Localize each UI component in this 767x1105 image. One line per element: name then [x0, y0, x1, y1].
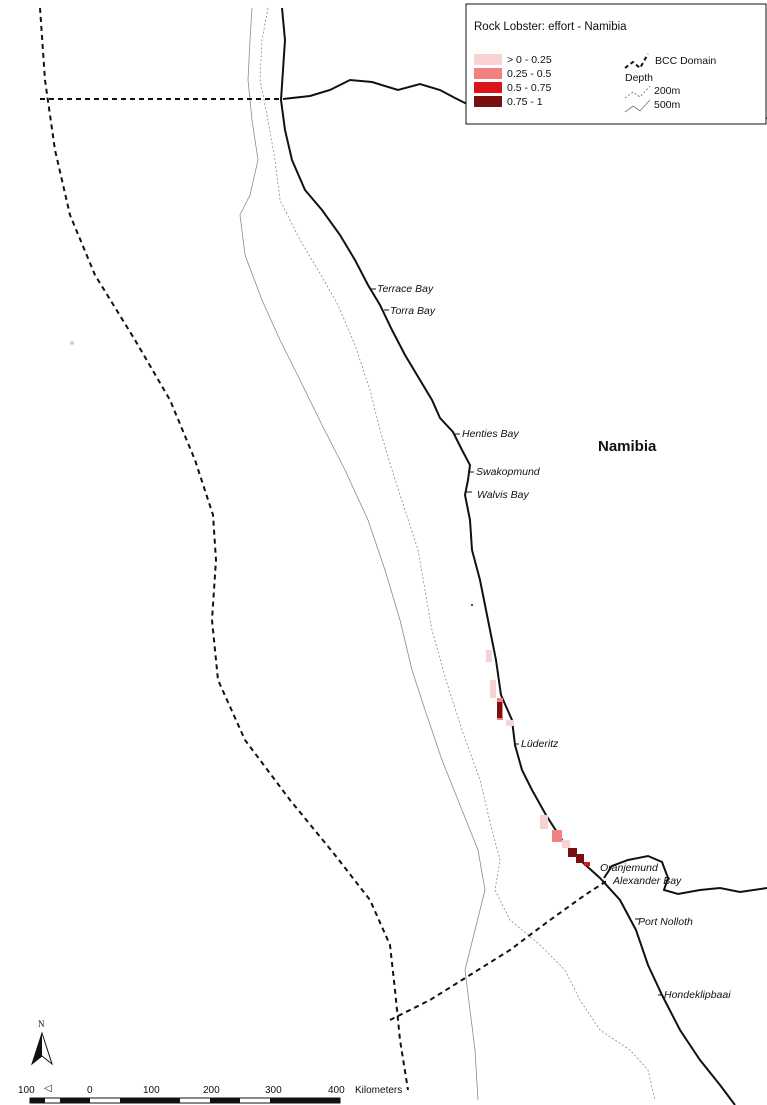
effort-cell-low — [506, 720, 514, 726]
effort-cell-high — [497, 702, 502, 718]
towns: Terrace Bay Torra Bay Henties Bay Swakop… — [371, 283, 731, 1001]
town-label-luderitz: Lüderitz — [521, 738, 559, 750]
northern-border — [282, 78, 468, 105]
scale-bar: 100 ◁ 0 100 200 300 400 Kilometers — [18, 1083, 402, 1104]
town-label-oranjemund: Oranjemund — [600, 862, 659, 874]
town-label-alexander-bay: Alexander Bay — [612, 875, 682, 887]
scale-tick-label: 300 — [265, 1085, 282, 1096]
town-label-torra-bay: Torra Bay — [390, 305, 436, 317]
bcc-domain-southern — [389, 879, 609, 1021]
north-arrow-label: N — [38, 1019, 45, 1029]
scale-arrow-icon: ◁ — [44, 1083, 52, 1094]
legend-500m-label: 500m — [654, 99, 681, 111]
scale-bar-segment — [120, 1098, 150, 1103]
effort-cell-low — [490, 680, 496, 698]
effort-cell-mid-low — [552, 830, 562, 842]
scale-bar-segment — [30, 1098, 45, 1103]
effort-cell-mid-high — [584, 862, 590, 866]
town-label-hondeklipbaai: Hondeklipbaai — [664, 989, 731, 1001]
effort-cell-low — [486, 650, 492, 662]
legend-class-1-label: > 0 - 0.25 — [507, 54, 552, 66]
depth-200m-contour — [259, 7, 656, 1101]
southern-border — [603, 854, 767, 896]
country-label: Namibia — [598, 438, 657, 455]
scale-bar-segment — [300, 1098, 340, 1103]
legend-200m-symbol — [624, 85, 651, 99]
legend-swatch-1 — [474, 54, 502, 65]
legend-class-4-label: 0.75 - 1 — [507, 96, 543, 108]
legend-depth-title: Depth — [625, 72, 653, 84]
town-label-terrace-bay: Terrace Bay — [377, 283, 434, 295]
legend-class-2-label: 0.25 - 0.5 — [507, 68, 552, 80]
legend-swatch-2 — [474, 68, 502, 79]
effort-cell-high — [576, 854, 584, 863]
town-label-henties-bay: Henties Bay — [462, 428, 519, 440]
legend-class-3-label: 0.5 - 0.75 — [507, 82, 552, 94]
north-arrow-fill — [32, 1033, 42, 1064]
legend-swatch-4 — [474, 96, 502, 107]
scale-tick-label: 100 — [143, 1085, 160, 1096]
town-label-port-nolloth: Port Nolloth — [638, 916, 693, 928]
legend-200m-label: 200m — [654, 85, 681, 97]
scale-unit-label: Kilometers — [355, 1085, 402, 1096]
north-arrow: N — [31, 1019, 53, 1066]
scale-bar-segment — [150, 1098, 180, 1103]
scale-tick-label: 400 — [328, 1085, 345, 1096]
coastline — [279, 7, 736, 1105]
scale-bar-segment — [210, 1098, 240, 1103]
effort-cells — [486, 650, 590, 866]
scale-bar-segment — [60, 1098, 90, 1103]
scale-tick-label: 0 — [87, 1085, 93, 1096]
town-label-walvis-bay: Walvis Bay — [477, 489, 529, 501]
legend: Rock Lobster: effort - Namibia > 0 - 0.2… — [465, 3, 767, 125]
legend-frame — [465, 3, 767, 125]
effort-cell-low — [540, 815, 548, 829]
island-marker — [70, 341, 74, 345]
effort-cell-low — [562, 840, 570, 848]
town-label-swakopmund: Swakopmund — [476, 466, 541, 478]
legend-swatch-3 — [474, 82, 502, 93]
bcc-domain-western — [39, 7, 409, 1091]
scale-tick-label: 100 — [18, 1085, 35, 1096]
effort-cell-high — [568, 848, 577, 857]
scale-tick-label: 200 — [203, 1085, 220, 1096]
legend-bcc-symbol — [624, 53, 649, 70]
legend-500m-symbol — [624, 99, 651, 113]
legend-bcc-label: BCC Domain — [655, 55, 716, 67]
depth-500m-contour — [239, 7, 486, 1101]
island-marker — [471, 604, 473, 606]
legend-title: Rock Lobster: effort - Namibia — [474, 21, 627, 33]
scale-bar-segment — [270, 1098, 300, 1103]
